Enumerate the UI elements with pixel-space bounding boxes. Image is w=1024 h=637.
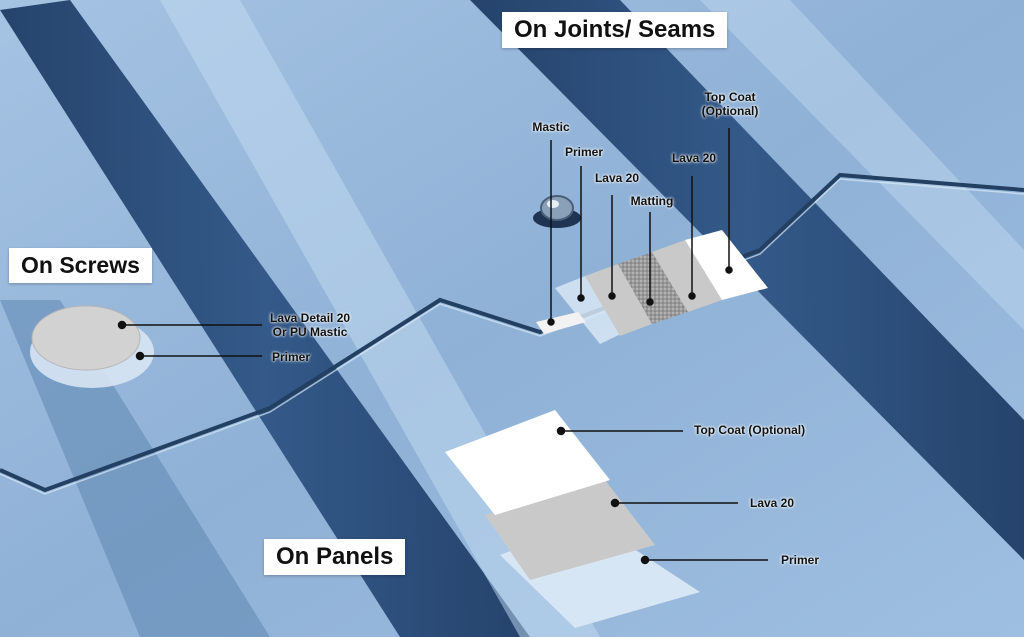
section-title-panels: On Panels <box>264 539 406 575</box>
roof-rib <box>0 0 530 637</box>
joint-matting-layer <box>618 252 688 324</box>
section-title-screws: On Screws <box>9 248 152 283</box>
label-joint-lava20: Lava 20 <box>594 171 640 185</box>
joint-top-coat-layer <box>685 230 768 300</box>
label-joint-top-coat-line1: Top Coat <box>704 90 756 104</box>
joint-lava20-layer <box>652 240 722 312</box>
seam-line <box>0 172 1024 493</box>
label-joint-top-coat: Top Coat (Optional) <box>702 90 759 118</box>
joint-lava20-layer <box>585 264 652 336</box>
label-screw-primer: Primer <box>272 350 311 364</box>
joint-primer-layer <box>555 276 625 344</box>
screw-head-highlight <box>547 200 559 208</box>
roof-highlight <box>700 0 1024 330</box>
seam-line <box>0 178 1024 495</box>
label-mastic: Mastic <box>532 120 570 134</box>
label-joint-top-coat-line2: (Optional) <box>701 104 759 118</box>
label-lava-detail-line1: Lava Detail 20 <box>270 311 351 325</box>
joint-mastic-layer <box>536 312 586 334</box>
section-title-joints: On Joints/ Seams <box>502 12 728 48</box>
label-matting: Matting <box>630 194 674 208</box>
screw-callouts <box>117 320 262 361</box>
label-joint-primer: Primer <box>564 145 604 159</box>
panel-top-coat-layer <box>445 410 610 515</box>
label-lava-detail: Lava Detail 20 Or PU Mastic <box>270 311 350 339</box>
joint-callouts <box>547 128 733 326</box>
screw-head <box>540 195 574 221</box>
screw-lava-detail-disk <box>31 305 141 371</box>
label-joint-lava20-second: Lava 20 <box>671 151 717 165</box>
label-panel-lava20: Lava 20 <box>750 496 795 510</box>
label-panel-top-coat: Top Coat (Optional) <box>694 423 806 437</box>
panel-callouts <box>556 426 768 565</box>
label-panel-primer: Primer <box>781 553 820 567</box>
label-lava-detail-line2: Or PU Mastic <box>272 325 348 339</box>
